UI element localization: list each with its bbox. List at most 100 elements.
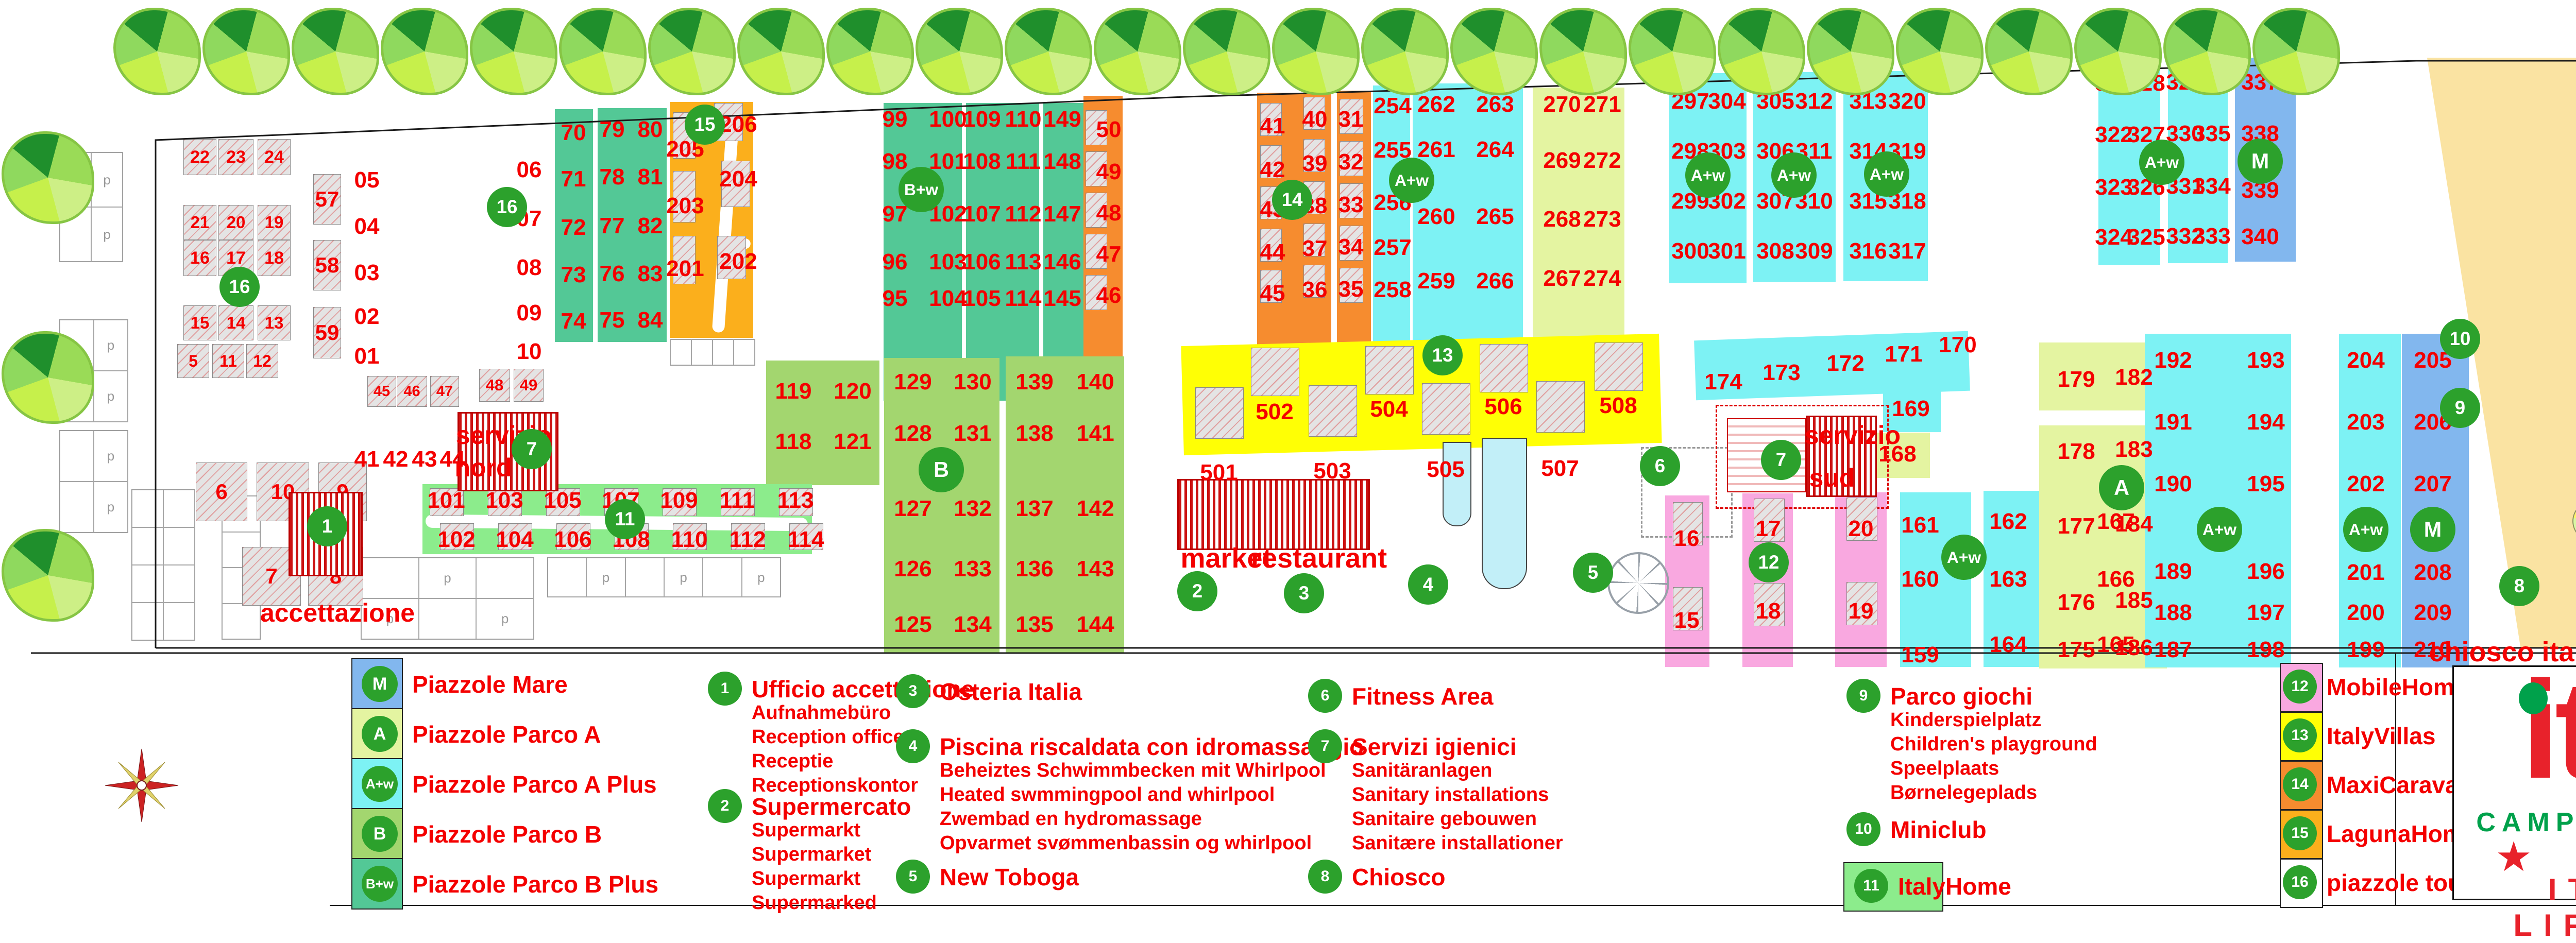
plot-130: 130: [954, 369, 992, 395]
plot-33: 33: [1338, 192, 1364, 217]
legend-item-label-9: Parco giochi: [1890, 683, 2033, 710]
legend-swatch-label: Piazzole Parco A Plus: [412, 771, 657, 798]
plot-259: 259: [1417, 268, 1455, 294]
plot-114: 114: [787, 527, 824, 552]
plot-119: 119: [775, 379, 812, 404]
plot-169: 169: [1892, 396, 1930, 421]
plot-39: 39: [1302, 151, 1328, 176]
plot-42: 42: [383, 447, 409, 472]
legend-item-sub: Sanitary installations: [1352, 784, 1549, 805]
tree-icon: [2074, 8, 2162, 95]
badge-B+w: B+w: [899, 167, 944, 212]
tree-icon: [1629, 8, 1716, 95]
plot-268: 268: [1543, 207, 1581, 232]
plot-98: 98: [882, 149, 908, 174]
plot-202: 202: [2347, 471, 2385, 496]
pitch-box-20: 20: [218, 205, 253, 240]
legend-swatch-label: Piazzole Parco B: [412, 821, 602, 848]
legend-item-label-6: Fitness Area: [1352, 683, 1494, 710]
plot-126: 126: [894, 556, 932, 581]
pitch-box-57: 57: [313, 174, 341, 225]
plot-254: 254: [1374, 93, 1412, 118]
plot-105: 105: [963, 286, 1001, 311]
label-restaurant: restaurant: [1250, 543, 1387, 574]
plot-34: 34: [1338, 234, 1364, 260]
plot-02: 02: [354, 304, 380, 329]
plot-17: 17: [1755, 516, 1781, 541]
pitch-box-11: 11: [212, 344, 244, 378]
plot-96: 96: [882, 249, 908, 275]
pitch-box-45: 45: [367, 376, 396, 407]
tree-icon: [202, 8, 290, 95]
badge-A: A: [2099, 465, 2144, 510]
plot-333: 333: [2193, 224, 2231, 249]
pool-small: [1443, 442, 1471, 526]
pitch-box-59: 59: [313, 307, 341, 358]
parking-cell: p: [94, 431, 128, 482]
pitch-box: [1480, 344, 1528, 392]
plot-502: 502: [1256, 399, 1294, 424]
plot-05: 05: [354, 167, 380, 193]
plot-179: 179: [2057, 367, 2095, 392]
plot-206: 206: [719, 112, 757, 137]
plot-304: 304: [1708, 89, 1746, 114]
legend-item-sub: Supermarkt: [752, 819, 861, 841]
pitch-box-6: 6: [196, 462, 247, 521]
plot-103: 103: [485, 488, 523, 513]
tree-icon: [1005, 8, 1092, 95]
tree-icon: [1539, 8, 1627, 95]
plot-81: 81: [637, 164, 663, 190]
plot-503: 503: [1313, 458, 1351, 484]
tree-icon: [1272, 8, 1360, 95]
plot-335: 335: [2193, 121, 2231, 146]
plot-19: 19: [1848, 598, 1874, 624]
badge-A+w: A+w: [1864, 151, 1909, 197]
tree-icon: [470, 8, 557, 95]
parking-cell: p: [664, 558, 703, 597]
legend-item-sub: Children's playground: [1890, 733, 2097, 755]
badge-7: 7: [512, 429, 552, 469]
pitch-box-13: 13: [258, 305, 291, 340]
plot-146: 146: [1043, 249, 1081, 275]
plot-84: 84: [637, 307, 663, 333]
plot-46: 46: [1096, 283, 1122, 308]
pitch-box-19: 19: [258, 205, 291, 240]
pitch-box-5: 5: [177, 344, 209, 378]
pitch-box-47: 47: [430, 376, 459, 407]
plot-334: 334: [2193, 174, 2231, 199]
plot-72: 72: [561, 215, 586, 240]
plot-163: 163: [1989, 567, 2027, 592]
badge-A+w: A+w: [1941, 535, 1987, 580]
label-servizio: servizio: [1804, 421, 1901, 450]
badge-15: 15: [685, 105, 725, 145]
plot-77: 77: [599, 213, 625, 238]
pitch-box-24: 24: [258, 139, 291, 175]
tree-icon: [826, 8, 914, 95]
badge-9: 9: [2440, 388, 2480, 428]
plot-308: 308: [1756, 238, 1794, 264]
plot-264: 264: [1476, 137, 1514, 162]
plot-80: 80: [637, 117, 663, 142]
legend-item-sub: Heated swmmingpool and whirlpool: [940, 784, 1275, 805]
plot-09: 09: [516, 300, 542, 325]
market-restaurant-building: [1177, 479, 1370, 550]
legend-item-sub: Opvarmet svømmenbassin og whirlpool: [940, 832, 1312, 854]
plot-137: 137: [1015, 496, 1054, 521]
legend-item-num-1: 1: [708, 672, 742, 706]
parking-cell: [163, 565, 195, 603]
plot-271: 271: [1583, 92, 1621, 117]
plot-507: 507: [1541, 456, 1579, 481]
legend-swatch-A: A: [351, 708, 403, 760]
legend-item-sub: Supermarkt: [752, 868, 861, 889]
plot-144: 144: [1076, 612, 1114, 637]
pitch-box: [1251, 348, 1299, 396]
plot-199: 199: [2347, 637, 2385, 662]
legend-item-sub: Supermarket: [752, 844, 872, 865]
plot-70: 70: [561, 120, 586, 145]
legend-item-num-14: 14: [2283, 767, 2317, 801]
badge-M: M: [2410, 507, 2455, 552]
plot-104: 104: [929, 286, 967, 311]
pitch-box-15: 15: [183, 305, 216, 340]
legend-item-sub: Receptionskontor: [752, 775, 919, 796]
